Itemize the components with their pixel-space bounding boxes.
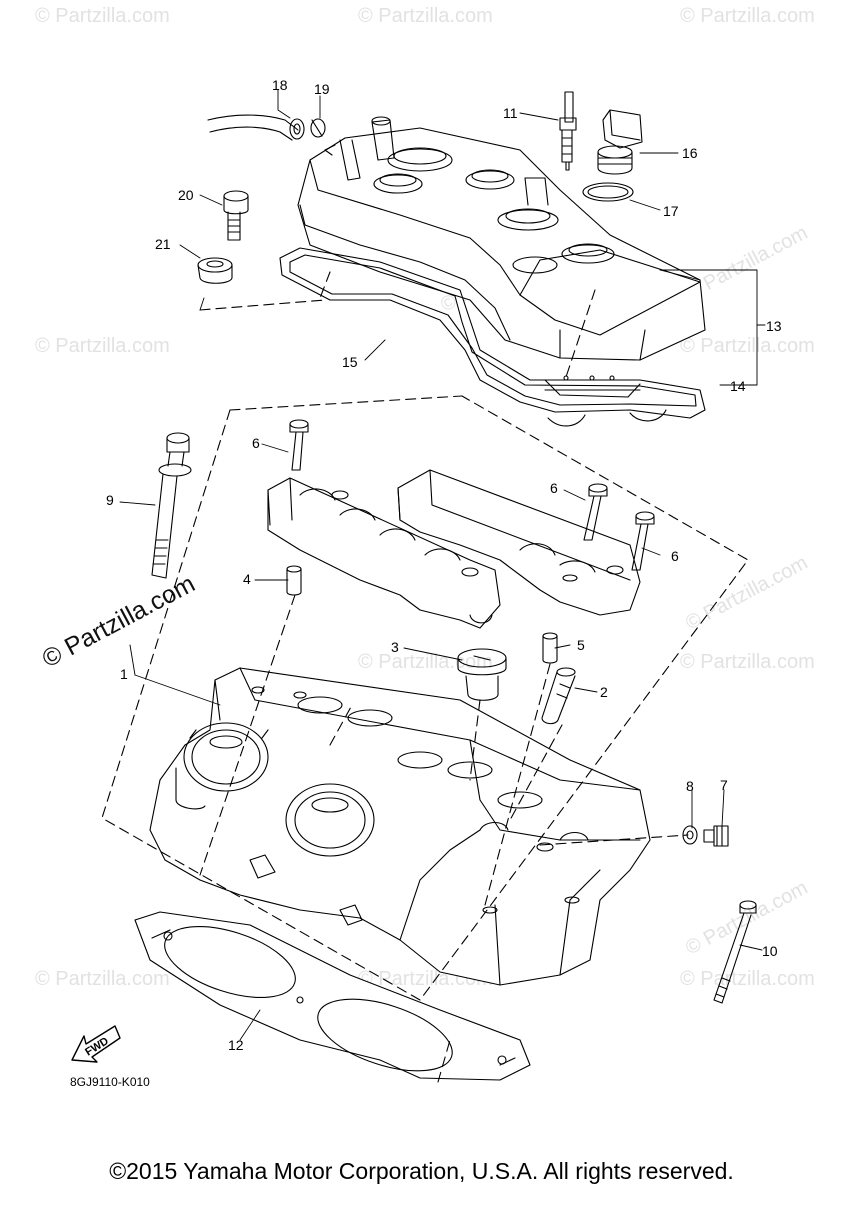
watermark: © Partzilla.com <box>680 651 815 673</box>
watermark: © Partzilla.com <box>680 335 815 357</box>
callout-4: 4 <box>243 571 251 587</box>
callout-2: 2 <box>600 684 608 700</box>
part-17-oring <box>582 182 634 202</box>
callout-14: 14 <box>730 378 746 394</box>
leader-lines <box>119 89 766 1041</box>
callout-6: 6 <box>550 480 558 496</box>
part-10-bolt <box>713 900 757 1004</box>
watermark: © Partzilla.com <box>358 5 493 27</box>
callout-6: 6 <box>252 435 260 451</box>
watermark: © Partzilla.com <box>35 968 170 990</box>
callout-13: 13 <box>766 318 782 334</box>
watermark: © Partzilla.com <box>35 335 170 357</box>
callout-11: 11 <box>503 105 518 121</box>
callout-15: 15 <box>342 354 358 370</box>
callout-5: 5 <box>577 637 585 653</box>
callout-3: 3 <box>391 639 399 655</box>
cylinder-head-cover <box>297 116 706 361</box>
callout-17: 17 <box>663 203 679 219</box>
callout-18: 18 <box>272 77 288 93</box>
callout-19: 19 <box>314 81 330 97</box>
callout-12: 12 <box>228 1037 244 1053</box>
part-6-bolt-c <box>631 511 655 571</box>
part-18-hose <box>207 114 305 141</box>
callout-6: 6 <box>671 548 679 564</box>
part-2-guide <box>541 667 576 725</box>
callout-20: 20 <box>178 187 194 203</box>
watermark: © Partzilla.com <box>680 968 815 990</box>
callout-7: 7 <box>720 777 728 793</box>
head-cover-gasket <box>279 247 706 427</box>
callout-9: 9 <box>106 492 114 508</box>
copyright-notice: ©2015 Yamaha Motor Corporation, U.S.A. A… <box>109 1158 734 1184</box>
part-5-dowel <box>542 632 558 664</box>
part-11-plug <box>559 91 577 171</box>
watermark: © Partzilla.com <box>35 5 170 27</box>
callout-10: 10 <box>762 943 778 959</box>
part-6-bolt-a <box>289 419 309 471</box>
camshaft-cap-right <box>397 469 641 616</box>
part-19-clip <box>310 118 326 138</box>
callout-8: 8 <box>686 778 694 794</box>
part-3-plug <box>457 648 507 701</box>
watermark: © Partzilla.com <box>358 651 493 673</box>
part-4-dowel <box>286 565 302 596</box>
cylinder-head <box>149 667 651 986</box>
watermark: © Partzilla.com <box>680 5 815 27</box>
callout-21: 21 <box>155 236 171 252</box>
part-21-grommet <box>197 257 233 284</box>
diagram-code: 8GJ9110-K010 <box>70 1075 150 1089</box>
part-6-bolt-b <box>583 483 608 541</box>
part-9-stud <box>151 432 192 579</box>
part-20-bolt <box>223 190 249 241</box>
assembly-lines <box>101 271 749 1083</box>
callout-numbers: 18 19 11 16 17 20 21 13 15 14 6 6 9 6 4 … <box>106 77 782 1053</box>
part-12-head-gasket <box>134 911 531 1081</box>
callout-16: 16 <box>682 145 698 161</box>
callout-1: 1 <box>120 666 128 682</box>
watermark: © Partzilla.com <box>682 877 811 960</box>
part-16-cap <box>597 109 643 175</box>
camshaft-cap-left <box>267 477 501 629</box>
fwd-arrow <box>71 1025 121 1063</box>
part-7-bolt <box>703 825 729 847</box>
